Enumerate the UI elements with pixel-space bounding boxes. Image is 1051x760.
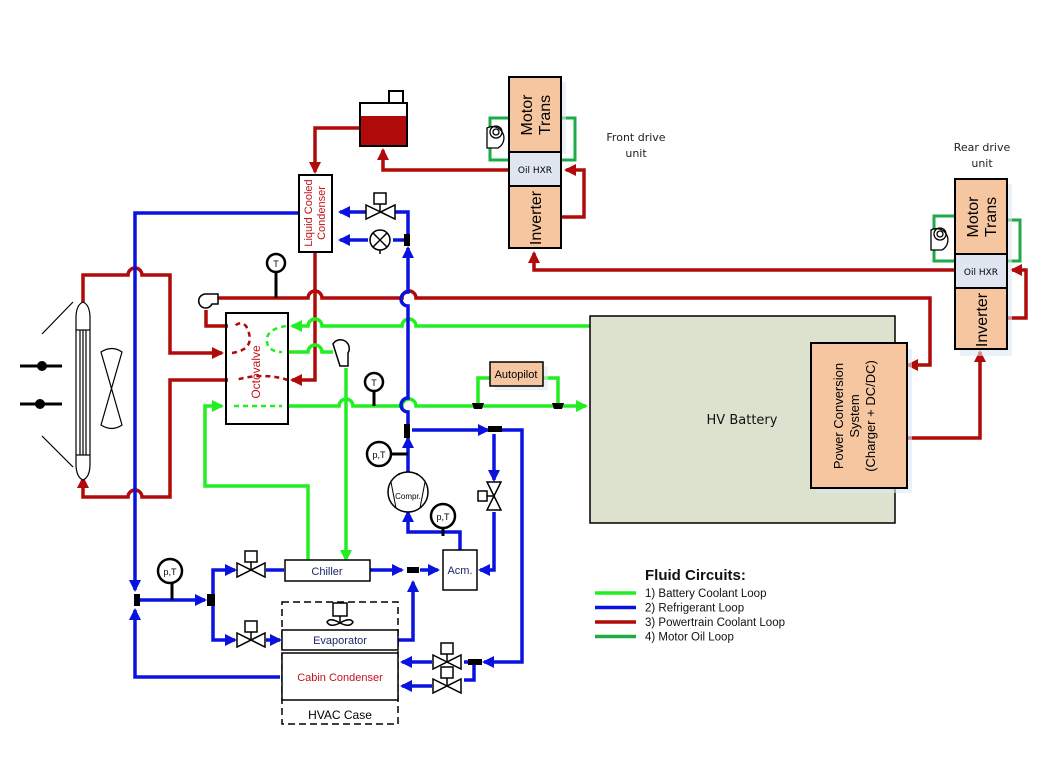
svg-text:Inverter: Inverter [528,190,545,245]
svg-text:p,T: p,T [436,512,450,522]
pressure-temperature-sensor-accumulator: p,T [429,502,457,536]
compressor[interactable]: Compr. [387,471,429,513]
condenser-label-line2: Condenser [316,186,328,240]
accumulator: Acm. [442,549,478,591]
svg-text:Cabin Condenser: Cabin Condenser [297,672,383,684]
svg-text:Acm.: Acm. [447,565,472,577]
pressure-temperature-sensor-inlet: p,T [156,557,184,600]
radiator [41,301,91,481]
blower-fan-icon [326,602,354,626]
octovalve-label: Octovalve [249,345,263,399]
front-oil-pump-icon [486,125,505,149]
temperature-sensor-coolant: T [363,371,385,406]
svg-text:Evaporator: Evaporator [313,635,367,647]
front-drive-title: Front drive [606,131,665,144]
svg-text:unit: unit [625,147,647,160]
tee-junction [468,659,482,665]
tee-junction [207,594,215,606]
legend-item-label: 2) Refrigerant Loop [645,603,744,615]
evaporator: Evaporator [281,629,399,651]
legend: Fluid Circuits: 1) Battery Coolant Loop 2… [595,567,785,644]
temperature-sensor-powertrain: T [265,252,287,298]
tee-junction [488,426,502,432]
grille-shutters [20,361,62,409]
svg-text:Trans: Trans [537,95,554,135]
chiller: Chiller [284,559,371,582]
svg-text:T: T [273,259,279,269]
tee-junction [407,567,419,573]
cabin-condenser: Cabin Condenser [281,652,399,701]
svg-text:Motor: Motor [519,94,536,136]
svg-text:Autopilot: Autopilot [495,369,538,381]
octovalve-powertrain-paths [231,322,289,382]
pressure-temperature-sensor-compressor: p,T [365,440,408,468]
octovalve[interactable]: Octovalve [225,312,289,425]
solenoid-valve-cabin-condenser-2[interactable] [432,666,462,695]
tee-junction [472,403,484,409]
solenoid-valve-accumulator[interactable] [477,481,503,511]
expansion-valve-icon[interactable] [369,229,391,254]
solenoid-valve-chiller[interactable] [236,550,266,579]
svg-text:Chiller: Chiller [311,566,343,578]
svg-text:p,T: p,T [372,450,386,460]
svg-text:(Charger + DC/DC): (Charger + DC/DC) [863,360,878,472]
svg-text:Trans: Trans [983,197,1000,237]
legend-item-label: 1) Battery Coolant Loop [645,588,766,600]
front-drive-unit: Motor Trans Oil HXR Inverter Front drive… [508,76,666,249]
legend-item-label: 4) Motor Oil Loop [645,632,734,644]
tee-junction [134,594,140,606]
svg-text:T: T [371,378,377,388]
power-conversion-system: Power Conversion System (Charger + DC/DC… [810,342,912,493]
powertrain-coolant-loop [77,126,1028,499]
powertrain-pump-icon [197,293,219,309]
coolant-reservoir [359,90,408,147]
solenoid-valve-evaporator[interactable] [236,620,266,649]
solenoid-valve-cabin-condenser-1[interactable] [432,642,462,671]
octovalve-coolant-paths [234,324,287,408]
condenser-label-line1: Liquid Cooled [303,179,315,246]
tee-junction [404,424,410,438]
battery-pump-icon [332,339,350,367]
autopilot-module: Autopilot [489,361,548,390]
svg-text:Power Conversion: Power Conversion [831,363,846,469]
solenoid-valve-condenser[interactable] [365,192,396,221]
hv-battery-label: HV Battery [707,413,778,428]
front-oil-hxr-label: Oil HXR [518,166,552,176]
tee-junction [404,234,410,246]
tee-junction [552,403,564,409]
svg-text:unit: unit [971,157,993,170]
legend-title: Fluid Circuits: [645,567,746,584]
rear-drive-unit: Motor Trans Oil HXR Inverter Rear drive … [954,141,1012,356]
svg-text:p,T: p,T [163,567,177,577]
radiator-fan-icon [100,347,123,430]
rear-drive-title: Rear drive [954,141,1011,154]
svg-text:Motor: Motor [965,196,982,238]
liquid-cooled-condenser: Liquid Cooled Condenser [298,174,333,253]
svg-text:System: System [847,394,862,437]
legend-item-label: 3) Powertrain Coolant Loop [645,617,785,629]
svg-text:HVAC Case: HVAC Case [308,708,372,722]
rear-oil-pump-icon [930,227,949,251]
refrigerant-loop [129,206,524,692]
rear-oil-hxr-label: Oil HXR [964,268,998,278]
svg-text:Compr.: Compr. [395,492,421,501]
svg-text:Inverter: Inverter [974,292,991,347]
